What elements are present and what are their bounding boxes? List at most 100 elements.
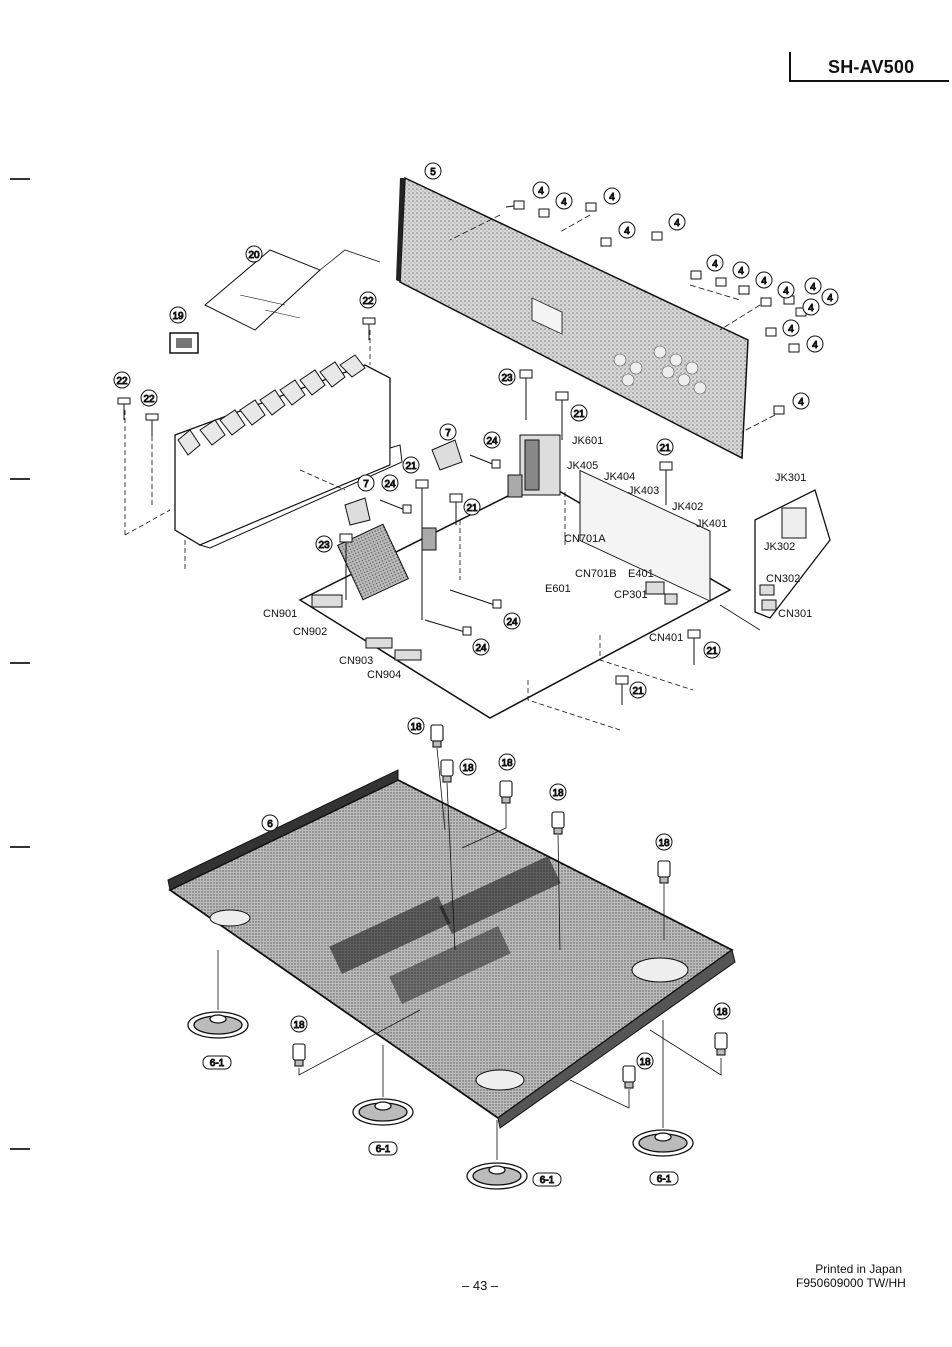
svg-text:7: 7 [445, 428, 451, 439]
svg-text:18: 18 [410, 722, 422, 733]
svg-text:24: 24 [384, 479, 396, 490]
label-cn701b: CN701B [575, 568, 617, 580]
label-cn901: CN901 [263, 608, 297, 620]
svg-text:23: 23 [318, 540, 330, 551]
label-jk601: JK601 [572, 435, 603, 447]
label-cp301: CP301 [614, 589, 648, 601]
part-labels: JK601 JK405 JK404 JK403 JK402 JK401 JK30… [263, 435, 812, 681]
svg-text:23: 23 [501, 373, 513, 384]
callout-23: 23 [315, 535, 333, 553]
callout-18: 18 [636, 1052, 654, 1070]
svg-text:4: 4 [810, 282, 816, 293]
binding-mark [10, 178, 30, 180]
callout-4: 4 [532, 181, 550, 199]
callout-24: 24 [472, 638, 490, 656]
svg-text:21: 21 [405, 461, 417, 472]
label-cn904: CN904 [367, 669, 401, 681]
svg-text:18: 18 [716, 1007, 728, 1018]
main-pcb [298, 434, 732, 719]
heat-sink [174, 354, 403, 549]
callout-7: 7 [357, 474, 375, 492]
callout-18: 18 [407, 717, 425, 735]
label-jk301: JK301 [775, 472, 806, 484]
callout-18: 18 [459, 758, 477, 776]
spacer-leaders [298, 747, 722, 1109]
callout-6-1: 6-1 [649, 1171, 679, 1186]
bottom-chassis [167, 769, 736, 1129]
pcb-leaders [299, 469, 694, 731]
callout-4: 4 [706, 254, 724, 272]
callout-4: 4 [755, 271, 773, 289]
svg-text:4: 4 [761, 276, 767, 287]
svg-text:18: 18 [639, 1057, 651, 1068]
clamp-part [169, 332, 199, 354]
svg-text:18: 18 [501, 758, 513, 769]
rear-panel [396, 176, 749, 460]
svg-text:4: 4 [609, 192, 615, 203]
callout-4: 4 [782, 319, 800, 337]
svg-text:6-1: 6-1 [210, 1058, 225, 1069]
svg-text:21: 21 [466, 503, 478, 514]
svg-text:21: 21 [573, 409, 585, 420]
callout-4: 4 [802, 298, 820, 316]
callout-18: 18 [290, 1015, 308, 1033]
callout-20: 20 [245, 245, 263, 263]
svg-text:4: 4 [674, 218, 680, 229]
svg-text:22: 22 [362, 296, 374, 307]
label-e401: E401 [628, 568, 654, 580]
svg-text:6: 6 [267, 819, 273, 830]
callout-4: 4 [792, 392, 810, 410]
svg-text:6-1: 6-1 [657, 1174, 672, 1185]
callout-19: 19 [169, 306, 187, 324]
callout-21: 21 [570, 404, 588, 422]
spacers-18 [292, 724, 728, 1089]
label-cn401: CN401 [649, 632, 683, 644]
svg-text:22: 22 [116, 376, 128, 387]
svg-text:4: 4 [712, 259, 718, 270]
svg-text:22: 22 [143, 394, 155, 405]
label-cn902: CN902 [293, 626, 327, 638]
svg-text:4: 4 [624, 226, 630, 237]
binding-mark [10, 846, 30, 848]
callouts: 5 4 4 4 4 4 4 4 4 4 4 4 4 4 4 4 20 19 22… [113, 162, 839, 1187]
svg-text:7: 7 [363, 479, 369, 490]
callout-6-1: 6-1 [368, 1141, 398, 1156]
callout-21: 21 [703, 641, 721, 659]
callout-6: 6 [261, 814, 279, 832]
label-jk402: JK402 [672, 501, 703, 513]
svg-text:4: 4 [738, 266, 744, 277]
callout-24: 24 [381, 474, 399, 492]
svg-text:6-1: 6-1 [540, 1175, 555, 1186]
svg-text:4: 4 [798, 397, 804, 408]
callout-4: 4 [603, 187, 621, 205]
svg-text:20: 20 [248, 250, 260, 261]
feet [187, 1011, 694, 1190]
page-number: – 43 – [462, 1278, 499, 1293]
brackets-7 [344, 439, 463, 526]
svg-text:4: 4 [788, 324, 794, 335]
svg-text:21: 21 [706, 646, 718, 657]
insulator-sheet [204, 249, 381, 331]
callout-24: 24 [503, 612, 521, 630]
label-jk403: JK403 [628, 485, 659, 497]
callout-21: 21 [463, 498, 481, 516]
svg-text:18: 18 [462, 763, 474, 774]
label-e601: E601 [545, 583, 571, 595]
callout-18: 18 [655, 833, 673, 851]
rear-screw-leaders [449, 214, 776, 433]
svg-text:4: 4 [538, 186, 544, 197]
label-cn302: CN302 [766, 573, 800, 585]
svg-text:24: 24 [506, 617, 518, 628]
svg-text:4: 4 [783, 286, 789, 297]
callout-22: 22 [140, 389, 158, 407]
svg-text:4: 4 [561, 197, 567, 208]
svg-text:18: 18 [293, 1020, 305, 1031]
heatsink-leaders [124, 330, 371, 570]
callout-22: 22 [113, 371, 131, 389]
label-cn701a: CN701A [564, 533, 606, 545]
printed-in: Printed in Japan [815, 1262, 902, 1276]
svg-text:24: 24 [486, 436, 498, 447]
svg-text:21: 21 [632, 686, 644, 697]
callout-6-1: 6-1 [202, 1055, 232, 1070]
model-title: SH-AV500 [828, 57, 915, 77]
